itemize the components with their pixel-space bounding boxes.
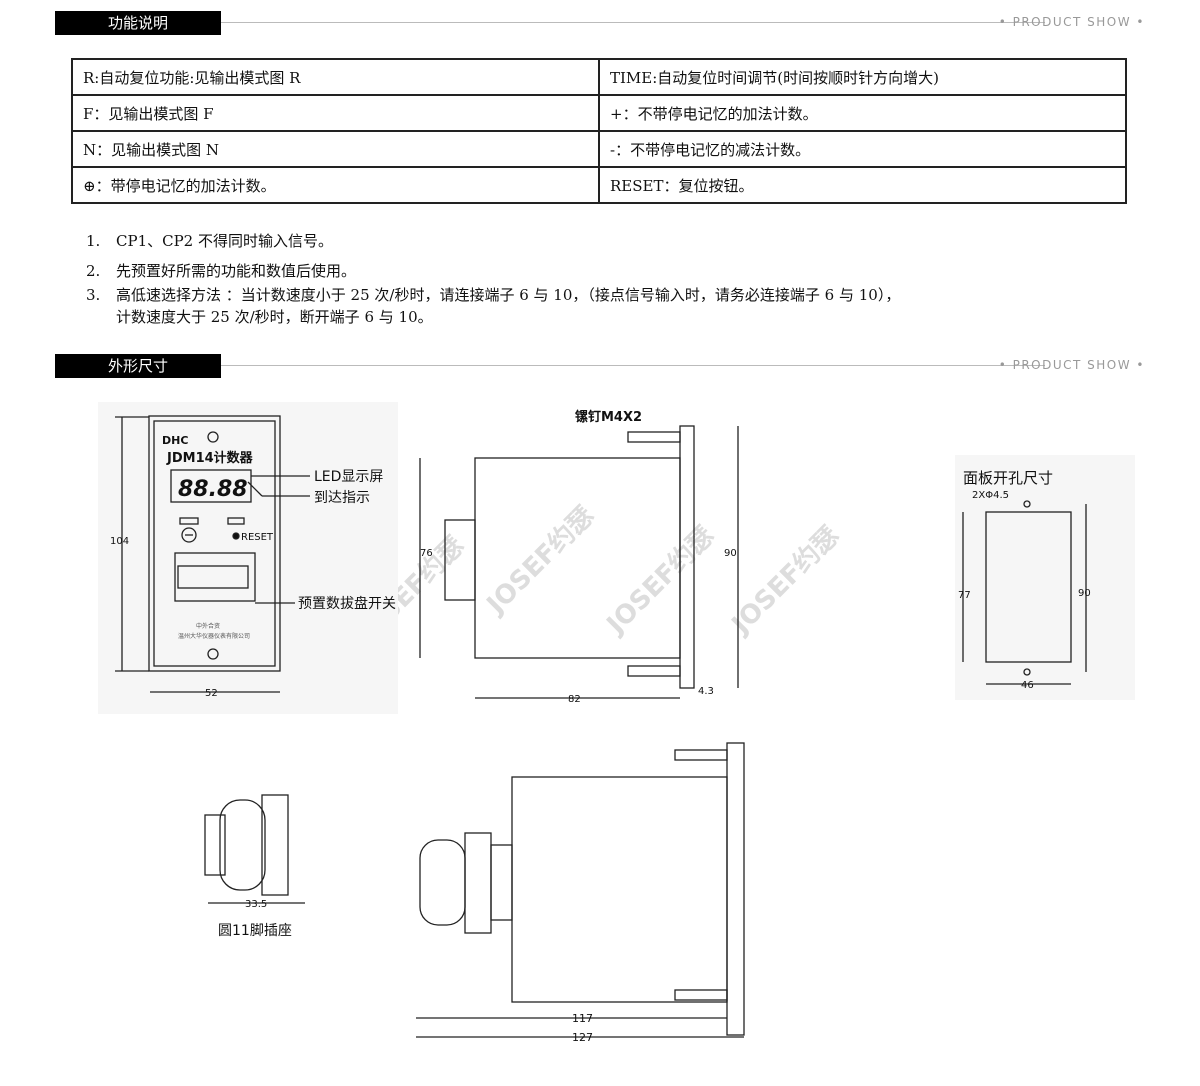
dim-h2: 90 <box>724 548 737 559</box>
table-row: N：见输出模式图 N-：不带停电记忆的减法计数。 <box>71 130 1127 168</box>
hole-label: 2XΦ4.5 <box>972 490 1009 501</box>
dim-panel: 4.3 <box>698 686 714 697</box>
divider <box>221 22 1045 23</box>
table-row: ⊕：带停电记忆的加法计数。RESET：复位按钮。 <box>71 166 1127 204</box>
side-view-with-socket: 117 127 <box>416 742 745 1044</box>
section-title: 功能说明 <box>55 11 221 35</box>
table-row: F：见输出模式图 F+：不带停电记忆的加法计数。 <box>71 94 1127 132</box>
table-cell: +：不带停电记忆的加法计数。 <box>598 94 1127 132</box>
divider <box>221 365 1045 366</box>
table-cell: TIME:自动复位时间调节(时间按顺时针方向增大) <box>598 58 1127 96</box>
notes-list: 1. CP1、CP2 不得同时输入信号。 2. 先预置好所需的功能和数值后使用。 3… <box>86 230 900 336</box>
maker-label: 温州大华仪器仪表有限公司 <box>178 632 250 640</box>
note-item: 3. 高低速选择方法 ：当计数速度小于 25 次/秒时，请连接端子 6 与 10，… <box>86 284 900 328</box>
dial-label: 预置数拔盘开关 <box>298 595 396 612</box>
dim-117: 117 <box>572 1012 593 1025</box>
section-title: 外形尺寸 <box>55 354 221 378</box>
maker-label: 中外合资 <box>196 622 220 630</box>
section-header-function: 功能说明 • PRODUCT SHOW • <box>55 11 1145 37</box>
side-view: 镙钉M4X2 76 90 82 4.3 <box>419 409 739 705</box>
section-tag: • PRODUCT SHOW • <box>998 15 1145 29</box>
note-text: 计数速度大于 25 次/秒时，断开端子 6 与 10。 <box>116 308 433 326</box>
dim-h2: 90 <box>1078 588 1091 599</box>
dim-127: 127 <box>572 1031 593 1044</box>
note-number: 1. <box>86 232 101 250</box>
screw-label: 镙钉M4X2 <box>575 409 642 425</box>
section-header-dimensions: 外形尺寸 • PRODUCT SHOW • <box>55 354 1145 380</box>
led-label: LED显示屏 <box>314 469 383 485</box>
table-cell: N：见输出模式图 N <box>71 130 600 168</box>
front-view: DHC JDM14计数器 88.88 LED显示屏 到达指示 RESET 预置数… <box>98 402 398 714</box>
note-text: CP1、CP2 不得同时输入信号。 <box>116 232 333 250</box>
dim-socket: 33.5 <box>245 899 267 910</box>
socket-label: 圆11脚插座 <box>218 923 292 939</box>
table-cell: -：不带停电记忆的减法计数。 <box>598 130 1127 168</box>
table-cell: ⊕：带停电记忆的加法计数。 <box>71 166 600 204</box>
note-number: 2. <box>86 262 101 280</box>
dim-depth: 82 <box>568 694 581 705</box>
dim-w: 46 <box>1021 680 1034 691</box>
table-cell: R:自动复位功能:见输出模式图 R <box>71 58 600 96</box>
table-cell: RESET：复位按钮。 <box>598 166 1127 204</box>
dim-width: 52 <box>205 688 218 699</box>
note-text: 先预置好所需的功能和数值后使用。 <box>116 262 357 280</box>
section-tag: • PRODUCT SHOW • <box>998 358 1145 372</box>
table-cell: F：见输出模式图 F <box>71 94 600 132</box>
dim-h1: 77 <box>958 590 971 601</box>
reset-label: RESET <box>241 532 274 543</box>
note-item: 1. CP1、CP2 不得同时输入信号。 <box>86 230 900 252</box>
model-label: JDM14计数器 <box>166 450 254 466</box>
brand-label: DHC <box>162 434 188 447</box>
cutout-title: 面板开孔尺寸 <box>963 469 1053 487</box>
dim-height: 104 <box>110 536 129 547</box>
led-display: 88.88 <box>178 477 248 502</box>
note-item: 2. 先预置好所需的功能和数值后使用。 <box>86 260 900 282</box>
arrive-label: 到达指示 <box>314 490 370 506</box>
cutout-view: 面板开孔尺寸 2XΦ4.5 77 90 46 <box>955 455 1135 700</box>
note-text: 高低速选择方法 ：当计数速度小于 25 次/秒时，请连接端子 6 与 10，（接… <box>116 286 901 304</box>
socket-view: 33.5 圆11脚插座 <box>204 794 305 939</box>
dim-h1: 76 <box>420 548 433 559</box>
note-number: 3. <box>86 286 101 304</box>
